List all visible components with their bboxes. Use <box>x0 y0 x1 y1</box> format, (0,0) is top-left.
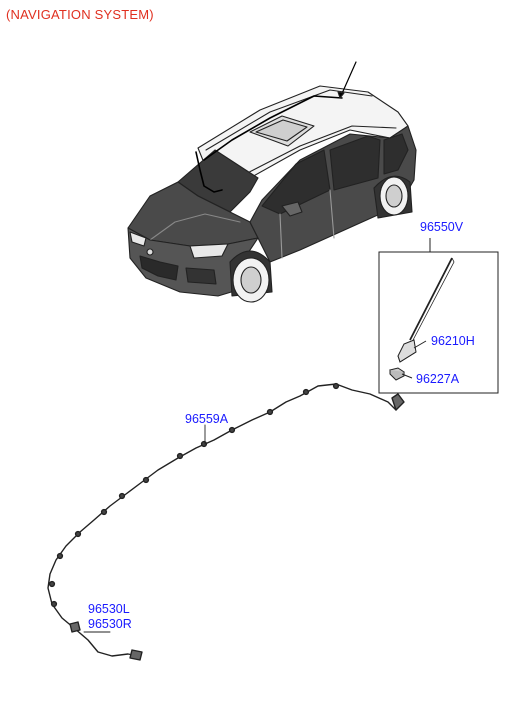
connector-top <box>391 393 405 411</box>
part-number-96559A: 96559A <box>185 412 229 426</box>
feeder-cable <box>47 382 405 661</box>
part-number-96530R: 96530R <box>88 617 132 631</box>
car-illustration <box>127 61 417 303</box>
leader-96210H <box>413 340 427 349</box>
part-number-96530L: 96530L <box>88 602 130 616</box>
antenna-rod <box>409 257 453 341</box>
part-number-96210H: 96210H <box>431 334 475 348</box>
antenna-detail-box <box>378 238 499 394</box>
connector-bottom <box>129 649 143 661</box>
antenna-base <box>397 339 417 363</box>
leader-96227A <box>401 373 413 379</box>
detail-frame <box>378 251 499 394</box>
part-number-96550V: 96550V <box>420 220 464 234</box>
diagram-title: (NAVIGATION SYSTEM) <box>6 7 154 22</box>
part-number-96227A: 96227A <box>416 372 460 386</box>
